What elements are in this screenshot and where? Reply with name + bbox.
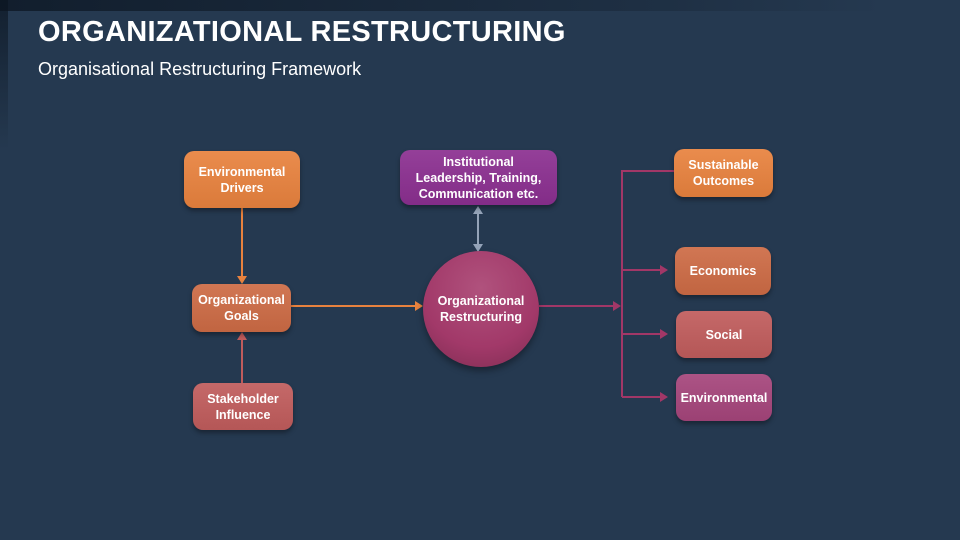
node-economics: Economics <box>675 247 771 295</box>
arrow-drivers-to-goals-head <box>237 276 247 284</box>
node-label-line: Organizational <box>198 293 285 307</box>
node-label-line: Drivers <box>220 180 264 195</box>
node-label-line: Environmental <box>198 164 286 179</box>
node-sustainable-outcomes: Sustainable Outcomes <box>674 149 773 197</box>
node-label-line: Economics <box>689 264 757 278</box>
node-environmental-drivers: Environmental Drivers <box>184 151 300 208</box>
arrow-institutional-restructuring-head-up <box>473 206 483 214</box>
node-stakeholder-influence: Stakeholder Influence <box>193 383 293 430</box>
arrow-restructuring-to-trunk-head <box>613 301 621 311</box>
node-label-line: Stakeholder <box>207 391 279 406</box>
node-organizational-goals: Organizational Goals <box>192 284 291 332</box>
node-label-line: Outcomes <box>692 174 755 188</box>
node-label-line: Sustainable <box>688 158 759 172</box>
node-environmental: Environmental <box>676 374 772 421</box>
branch-social-head <box>660 329 668 339</box>
node-label-line: Environmental <box>680 390 768 405</box>
branch-environmental-head <box>660 392 668 402</box>
node-label-line: Goals <box>224 309 259 323</box>
node-label-line: Restructuring <box>440 310 522 324</box>
arrow-goals-to-restructuring-head <box>415 301 423 311</box>
node-label-line: Organizational <box>437 294 525 308</box>
node-label-line: Social <box>705 327 743 342</box>
node-organizational-restructuring: Organizational Restructuring <box>423 251 539 367</box>
slide-top-edge <box>0 0 960 11</box>
node-label-line: Leadership, Training, <box>415 170 542 185</box>
node-institutional-leadership: Institutional Leadership, Training, Comm… <box>400 150 557 205</box>
slide-left-edge <box>0 0 8 150</box>
branch-economics-head <box>660 265 668 275</box>
node-label-line: Institutional <box>443 154 514 169</box>
node-social: Social <box>676 311 772 358</box>
node-label-line: Influence <box>215 407 271 422</box>
arrow-stakeholder-to-goals-head <box>237 332 247 340</box>
page-subtitle: Organisational Restructuring Framework <box>38 59 362 79</box>
node-label-line: Communication etc. <box>418 186 539 201</box>
page-title: ORGANIZATIONAL RESTRUCTURING <box>38 16 566 48</box>
